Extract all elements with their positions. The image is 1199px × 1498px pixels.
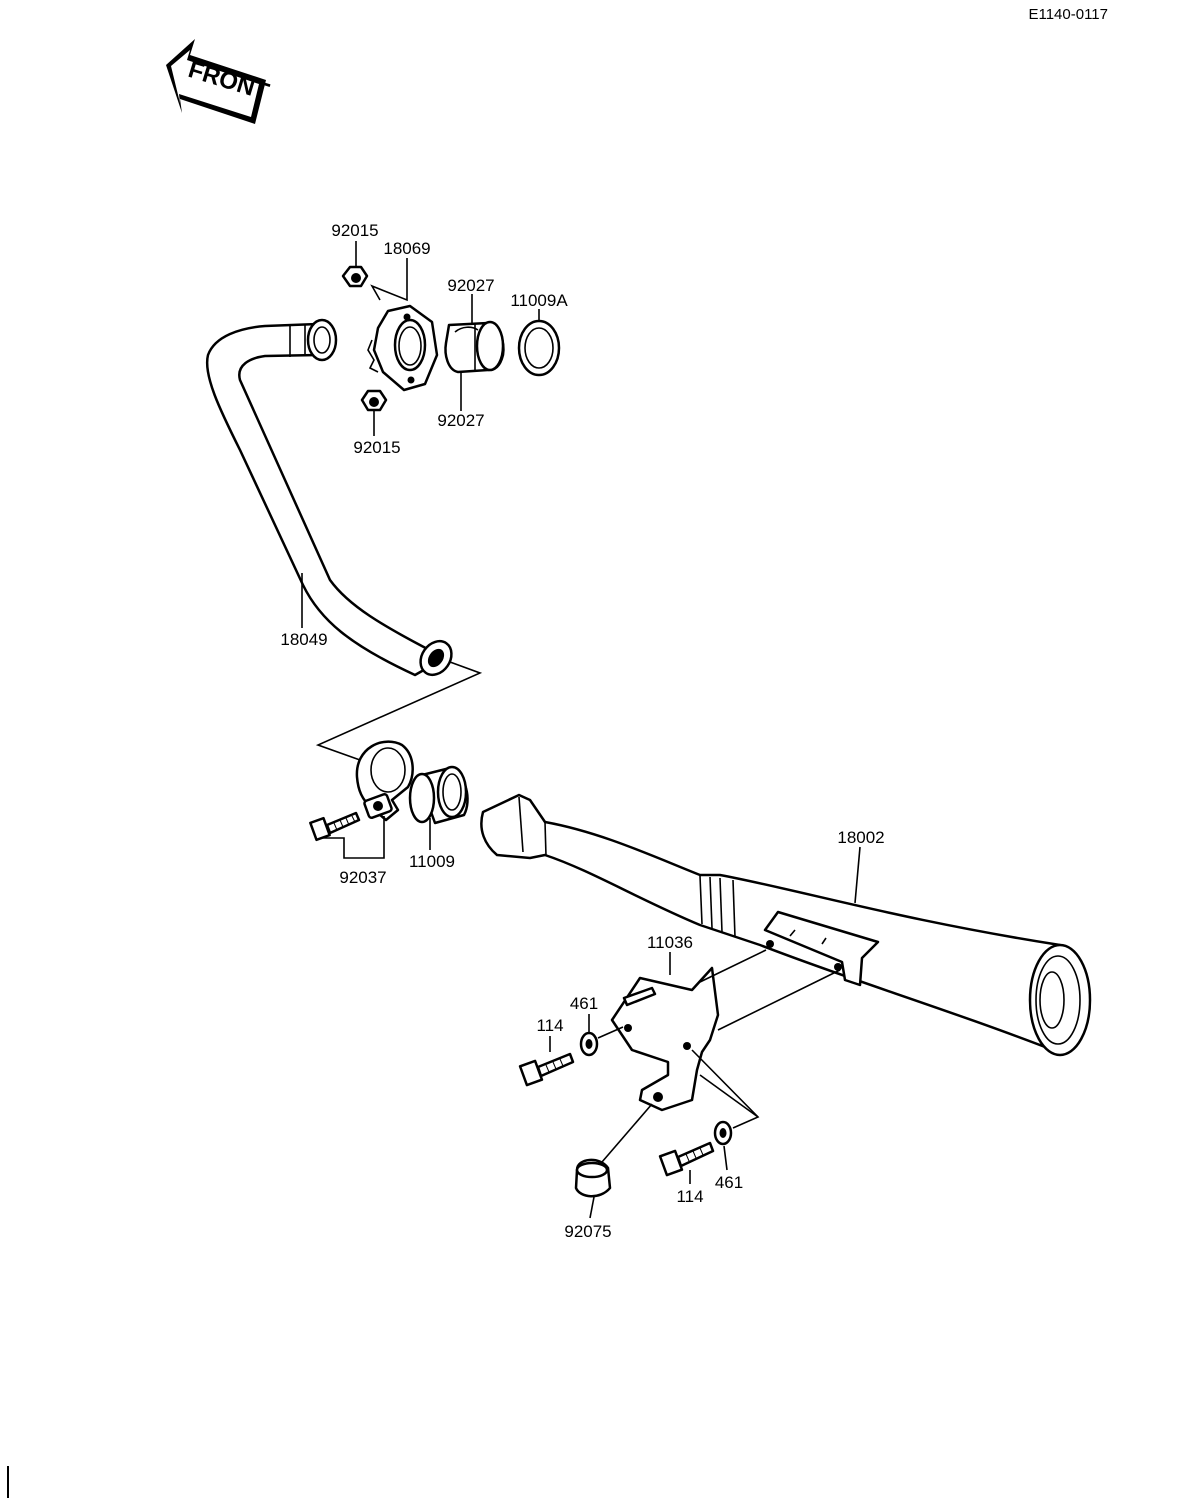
- label-bracket: 11036: [647, 933, 693, 952]
- exhaust-pipe-18049: [205, 318, 453, 677]
- leader-lines: [301, 241, 861, 1219]
- clamp-bolt-92037: [309, 811, 361, 842]
- label-damper: 92075: [564, 1222, 611, 1241]
- part-labels: 92015 18069 92027 11009A 92027 92015 180…: [280, 221, 884, 1241]
- flange-18069: [367, 304, 439, 392]
- label-bolt-left: 114: [536, 1016, 563, 1035]
- label-flange: 18069: [383, 239, 430, 258]
- label-washer-left: 461: [570, 994, 598, 1013]
- collar-92027: [444, 320, 505, 374]
- label-nut-bottom: 92015: [353, 438, 400, 457]
- label-gasket-top: 11009A: [510, 291, 568, 310]
- label-nut-top: 92015: [331, 221, 378, 240]
- bracket-11036: [610, 966, 720, 1112]
- front-direction-arrow: FRONT: [166, 39, 272, 124]
- gasket-11009: [408, 765, 469, 825]
- damper-92075: [574, 1158, 612, 1198]
- label-clamp-bolt: 92037: [339, 868, 386, 887]
- gasket-11009A: [517, 319, 561, 377]
- document-code: E1140-0117: [1028, 6, 1108, 23]
- label-collar-bottom: 92027: [437, 411, 484, 430]
- bolt-left-114: [518, 1052, 575, 1087]
- muffler-18002: [480, 793, 1092, 1057]
- label-gasket-bottom: 11009: [409, 852, 455, 871]
- label-bolt-right: 114: [676, 1187, 703, 1206]
- washer-right-461: [713, 1120, 733, 1146]
- label-muffler: 18002: [837, 828, 884, 847]
- label-exhaust-pipe: 18049: [280, 630, 327, 649]
- nut-top-92015: [341, 265, 369, 288]
- washer-left-461: [579, 1031, 599, 1057]
- label-collar-top: 92027: [447, 276, 494, 295]
- label-washer-right: 461: [715, 1173, 743, 1192]
- nut-bottom-92015: [360, 389, 388, 412]
- clamp-band: [355, 740, 414, 822]
- bolt-right-114: [658, 1141, 715, 1177]
